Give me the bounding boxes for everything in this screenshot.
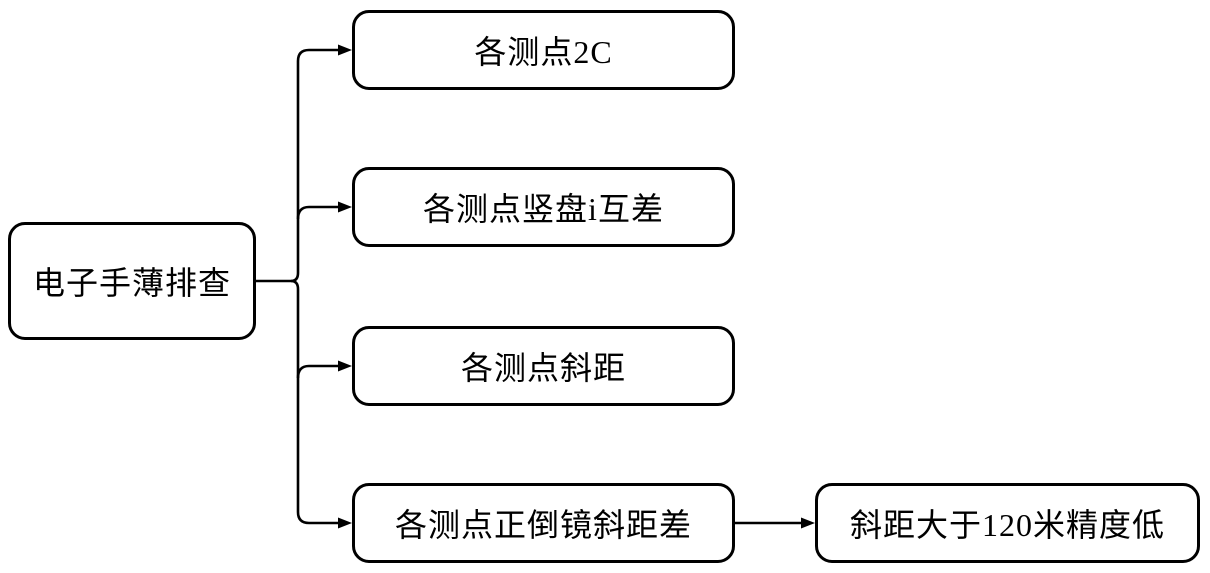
node-check-3: 各测点斜距	[352, 326, 735, 406]
node-root: 电子手薄排查	[8, 222, 256, 340]
node-check-2: 各测点竖盘i互差	[352, 167, 735, 247]
connector-branch-2	[296, 205, 339, 220]
arrowhead-branch-1-icon	[338, 44, 352, 56]
connector-branch-bottom	[290, 279, 339, 525]
node-check-2-label: 各测点竖盘i互差	[423, 191, 664, 227]
node-check-1-label: 各测点2C	[474, 34, 613, 70]
node-check-4-label: 各测点正倒镜斜距差	[394, 507, 692, 543]
arrowhead-branch-4-icon	[338, 517, 352, 529]
node-root-label: 电子手薄排查	[32, 265, 231, 301]
connector-branch-3	[296, 364, 339, 379]
node-check-4: 各测点正倒镜斜距差	[352, 483, 735, 563]
arrowhead-branch-2-icon	[338, 201, 352, 213]
node-check-3-label: 各测点斜距	[460, 350, 626, 386]
arrowhead-branch-3-icon	[338, 360, 352, 372]
connector-branch-top	[290, 48, 339, 283]
node-result: 斜距大于120米精度低	[815, 483, 1200, 563]
node-result-label: 斜距大于120米精度低	[849, 507, 1165, 543]
arrowhead-result-icon	[801, 517, 815, 529]
node-check-1: 各测点2C	[352, 10, 735, 90]
